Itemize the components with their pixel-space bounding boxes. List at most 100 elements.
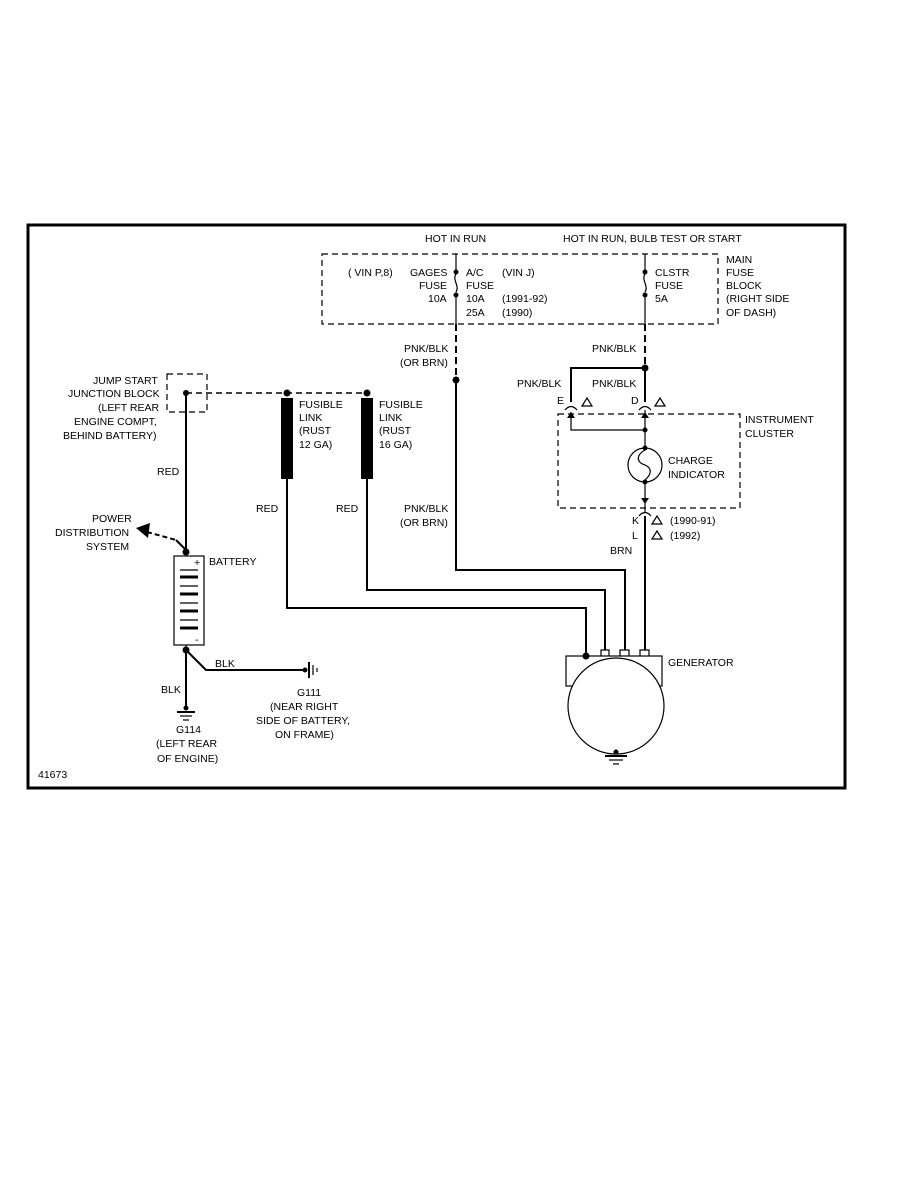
fusible-link-1-label: 12 GA) — [299, 439, 332, 451]
main-fuse-block-box — [321, 253, 719, 325]
main-fuse-block-label: (RIGHT SIDE — [726, 293, 789, 305]
clstr-fuse-rating: 5A — [655, 293, 668, 305]
power-distribution-label: SYSTEM — [86, 541, 129, 553]
g111-label: (NEAR RIGHT — [270, 701, 339, 713]
brn-label: BRN — [610, 545, 632, 557]
diagram-frame — [26, 223, 847, 790]
gages-fuse-label: FUSE — [419, 280, 447, 292]
connector-arrow-icon — [641, 412, 649, 418]
power-distribution-wire — [146, 531, 177, 541]
ground-g111-icon — [302, 662, 318, 678]
ground-g114-icon — [177, 705, 195, 721]
generator-label: GENERATOR — [668, 657, 734, 669]
pnk-blk-wire-to-generator — [455, 380, 626, 650]
jump-start-label: JUNCTION BLOCK — [68, 388, 160, 400]
blk-wire-g111 — [185, 649, 305, 671]
connector-e — [564, 405, 578, 411]
pnk-blk-label: (OR BRN) — [400, 517, 448, 529]
generator-icon — [565, 649, 665, 765]
pnk-blk-label: PNK/BLK — [517, 378, 561, 390]
cluster-internal-wire — [570, 412, 645, 431]
fusible-link-12ga — [281, 398, 293, 479]
instrument-cluster-box — [557, 413, 741, 509]
vin-j-label: (VIN J) — [502, 267, 535, 279]
splice-dot — [363, 389, 371, 397]
connector-k-years: (1990-91) — [670, 515, 716, 527]
red-wire-link1 — [286, 479, 587, 656]
connector-delta-icon — [650, 514, 664, 525]
g114-label: OF ENGINE) — [157, 753, 218, 765]
pnk-blk-label: PNK/BLK — [592, 343, 636, 355]
red-label: RED — [157, 466, 180, 478]
g114-label: (LEFT REAR — [156, 738, 217, 750]
red-wire-link2 — [366, 479, 606, 650]
jump-start-label: (LEFT REAR — [98, 402, 159, 414]
connector-e-label: E — [557, 395, 564, 407]
fusible-link-2-label: LINK — [379, 412, 402, 424]
splice-dot — [642, 427, 648, 433]
ac-fuse-years: (1991-92) — [502, 293, 548, 305]
connector-arrow-icon — [641, 498, 649, 504]
battery-icon — [173, 548, 205, 650]
gages-fuse-label: GAGES — [410, 267, 447, 279]
g111-label: ON FRAME) — [275, 729, 334, 741]
ac-fuse-label: A/C — [466, 267, 484, 279]
fusible-link-1-label: (RUST — [299, 425, 332, 437]
ac-fuse-label: FUSE — [466, 280, 494, 292]
blk-label: BLK — [161, 684, 181, 696]
hot-in-run-label: HOT IN RUN — [425, 233, 486, 245]
splice-dot — [283, 389, 291, 397]
connector-l-years: (1992) — [670, 530, 700, 542]
jump-start-label: BEHIND BATTERY) — [63, 430, 157, 442]
battery-plus-label: + — [194, 557, 200, 569]
pnk-blk-label: PNK/BLK — [592, 378, 636, 390]
ac-fuse-years: (1990) — [502, 307, 532, 319]
connector-delta-icon — [580, 396, 594, 407]
pnk-blk-label: (OR BRN) — [400, 357, 448, 369]
red-label: RED — [256, 503, 279, 515]
battery-label: BATTERY — [209, 556, 256, 568]
connector-delta-icon — [653, 396, 667, 407]
clstr-fuse-symbol — [642, 254, 648, 324]
clstr-fuse-label: CLSTR — [655, 267, 690, 279]
ac-fuse-rating: 25A — [466, 307, 485, 319]
fusible-link-2-label: (RUST — [379, 425, 412, 437]
charge-indicator-label: INDICATOR — [668, 469, 725, 481]
instrument-cluster-label: INSTRUMENT — [745, 414, 814, 426]
connector-d-label: D — [631, 395, 639, 407]
main-fuse-block-label: MAIN — [726, 254, 752, 266]
connector-k — [638, 511, 652, 517]
clstr-fuse-label: FUSE — [655, 280, 683, 292]
jump-start-junction-box — [166, 373, 208, 413]
connector-k-label: K — [632, 515, 639, 527]
instrument-cluster-label: CLUSTER — [745, 428, 794, 440]
power-distribution-label: DISTRIBUTION — [55, 527, 129, 539]
connector-delta-icon — [650, 529, 664, 540]
connector-arrow-icon — [567, 412, 575, 418]
connector-d — [638, 405, 652, 411]
main-fuse-block-label: BLOCK — [726, 280, 762, 292]
blk-label: BLK — [215, 658, 235, 670]
battery-minus-label: - — [195, 634, 199, 646]
power-distribution-wire — [175, 539, 187, 551]
g111-label: SIDE OF BATTERY, — [256, 715, 350, 727]
red-label: RED — [336, 503, 359, 515]
pnk-blk-label: PNK/BLK — [404, 343, 448, 355]
main-fuse-block-label: OF DASH) — [726, 307, 776, 319]
g111-label: G111 — [297, 687, 321, 699]
arrow-left-icon — [136, 523, 150, 538]
vin-p8-label: ( VIN P,8) — [348, 267, 393, 279]
power-distribution-label: POWER — [92, 513, 132, 525]
main-fuse-block-label: FUSE — [726, 267, 754, 279]
fusible-link-1-label: LINK — [299, 412, 322, 424]
fusible-link-2-label: FUSIBLE — [379, 399, 423, 411]
jump-start-label: ENGINE COMPT, — [74, 416, 157, 428]
ac-fuse-rating: 10A — [466, 293, 485, 305]
pnk-blk-label: PNK/BLK — [404, 503, 448, 515]
connector-l-label: L — [632, 530, 638, 542]
charge-indicator-bulb-icon — [627, 445, 663, 485]
hot-in-run-bulb-label: HOT IN RUN, BULB TEST OR START — [563, 233, 742, 245]
fusible-link-1-label: FUSIBLE — [299, 399, 343, 411]
pnk-blk-wire-e — [570, 367, 645, 402]
